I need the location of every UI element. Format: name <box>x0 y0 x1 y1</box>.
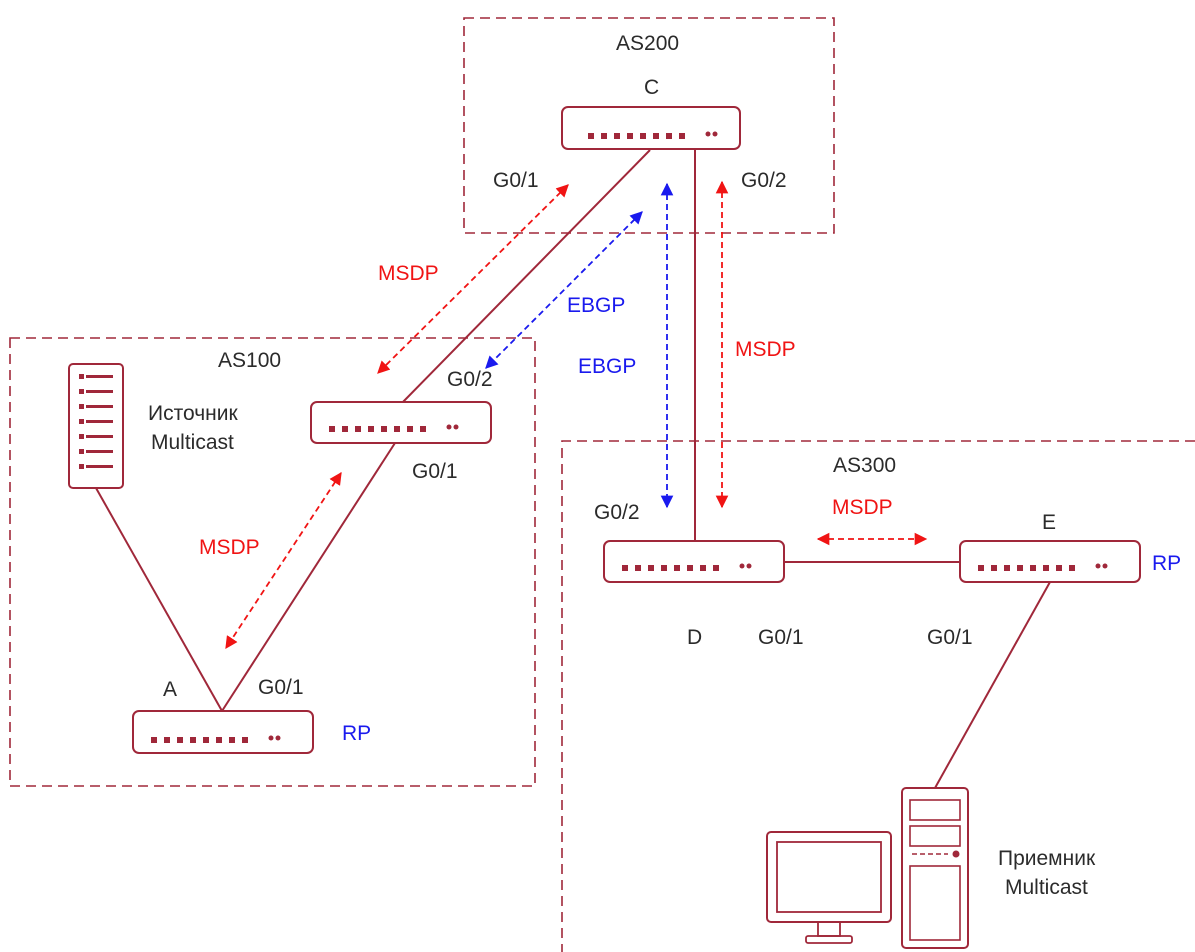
msdp-arrow-as100-a <box>225 471 342 650</box>
receiver-label-line2: Multicast <box>1005 876 1088 899</box>
d-g01-label: G0/1 <box>758 626 804 649</box>
router-d <box>603 540 785 583</box>
router-a <box>132 710 314 754</box>
source-label-line2: Multicast <box>151 431 234 454</box>
ebgp-label-c-d: EBGP <box>578 355 636 378</box>
msdp-label-d-e: MSDP <box>832 496 893 519</box>
router-e-name: E <box>1042 511 1056 534</box>
receiver-label-line1: Приемник <box>998 847 1096 870</box>
router-as100 <box>310 401 492 444</box>
desktop-computer-icon <box>766 787 969 949</box>
msdp-label-as100-a: MSDP <box>199 536 260 559</box>
as300-boundary <box>561 440 1195 952</box>
router-a-rp-badge: RP <box>342 722 371 745</box>
as100-router-g02-label: G0/2 <box>447 368 493 391</box>
router-e-rp-badge: RP <box>1152 552 1181 575</box>
as300-label: AS300 <box>833 454 896 477</box>
as200-label: AS200 <box>616 32 679 55</box>
router-c-name: C <box>644 76 659 99</box>
link-e-receiver <box>934 581 1051 789</box>
link-source-a <box>95 487 223 712</box>
msdp-label-c-d: MSDP <box>735 338 796 361</box>
c-g01-label: G0/1 <box>493 169 539 192</box>
as200-boundary <box>463 17 835 234</box>
ebgp-label-c-as100: EBGP <box>567 294 625 317</box>
source-label-line1: Источник <box>148 402 238 425</box>
c-g02-label: G0/2 <box>741 169 787 192</box>
link-as100-router-a <box>221 442 396 712</box>
as100-boundary <box>9 337 536 787</box>
d-g02-label: G0/2 <box>594 501 640 524</box>
msdp-label-c-as100: MSDP <box>378 262 439 285</box>
as100-label: AS100 <box>218 349 281 372</box>
router-e <box>959 540 1141 583</box>
a-g01-label: G0/1 <box>258 676 304 699</box>
router-a-name: A <box>163 678 177 701</box>
ebgp-arrow-c-as100 <box>485 211 643 369</box>
as100-router-g01-label: G0/1 <box>412 460 458 483</box>
server-rack-icon <box>68 363 124 489</box>
router-c <box>561 106 741 150</box>
e-g01-label: G0/1 <box>927 626 973 649</box>
router-d-name: D <box>687 626 702 649</box>
